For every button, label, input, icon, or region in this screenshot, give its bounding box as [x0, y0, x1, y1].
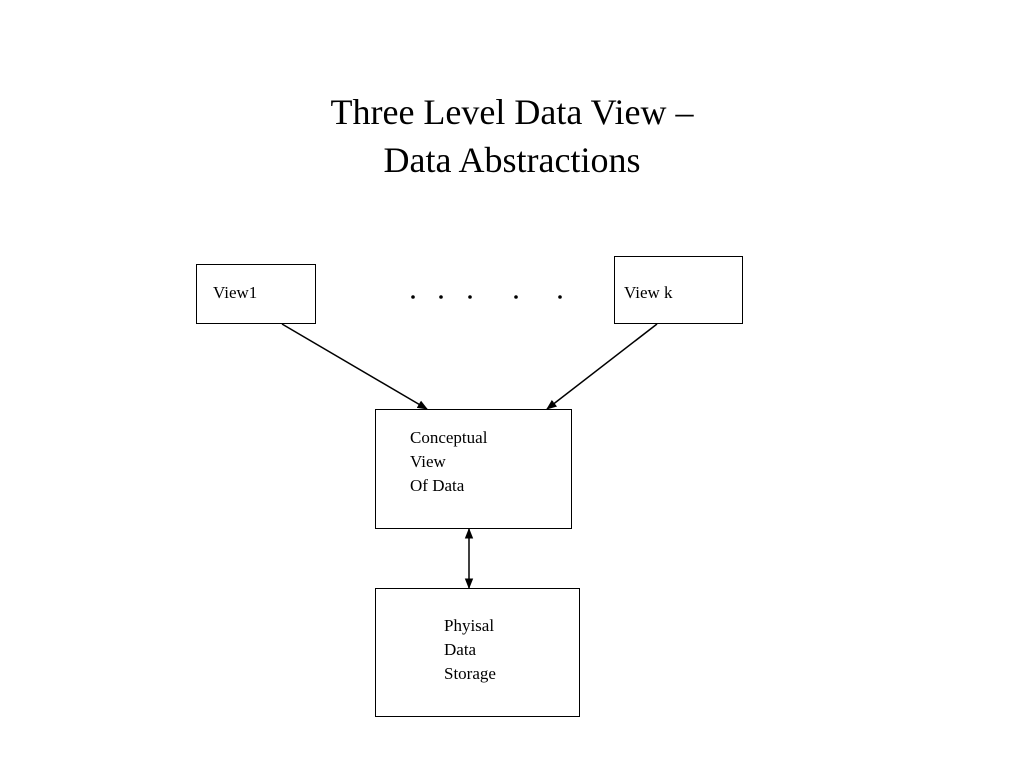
arrow-view1-to-conceptual: [281, 323, 428, 410]
slide-title: Three Level Data View – Data Abstraction…: [0, 88, 1024, 184]
viewk-label: View k: [624, 283, 673, 302]
conceptual-box: [375, 409, 572, 529]
conceptual-label-line-2: View: [410, 452, 447, 471]
physical-label-line-1: Phyisal: [444, 616, 494, 635]
physical-label-line-2: Data: [444, 640, 477, 659]
physical-node: Phyisal Data Storage: [375, 588, 580, 717]
physical-box: [375, 588, 580, 717]
ellipsis-dot: [558, 295, 562, 299]
view1-label: View1: [213, 283, 257, 302]
viewk-box: [614, 256, 743, 324]
ellipsis-dot: [439, 295, 443, 299]
view1-box: [196, 264, 316, 324]
title-line-2: Data Abstractions: [383, 140, 641, 180]
conceptual-label-line-3: Of Data: [410, 476, 465, 495]
conceptual-node: Conceptual View Of Data: [375, 409, 572, 529]
arrow-viewk-to-conceptual: [546, 323, 658, 410]
title-line-1: Three Level Data View –: [330, 92, 694, 132]
physical-label-line-3: Storage: [444, 664, 496, 683]
ellipsis-dot: [411, 295, 415, 299]
ellipsis-dot: [468, 295, 472, 299]
views-ellipsis: [411, 295, 562, 299]
conceptual-label-line-1: Conceptual: [410, 428, 488, 447]
ellipsis-dot: [514, 295, 518, 299]
view1-node: View1: [196, 264, 316, 324]
viewk-node: View k: [614, 256, 743, 324]
